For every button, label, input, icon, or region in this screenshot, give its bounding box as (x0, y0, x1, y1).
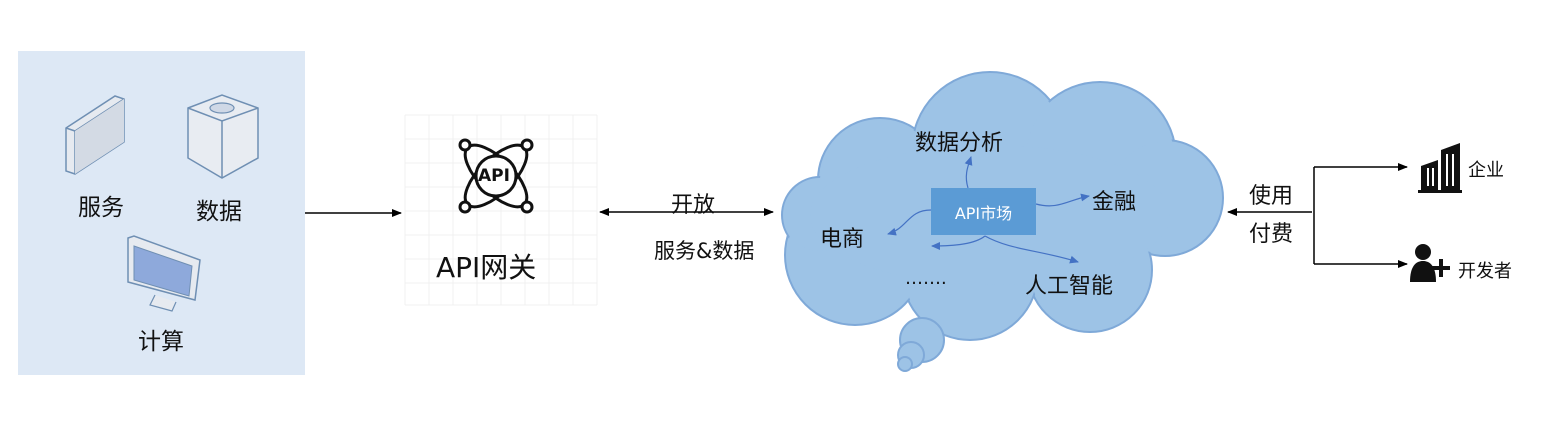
api-market-box: API市场 (931, 188, 1036, 235)
resources-panel (18, 51, 305, 375)
monitor-icon (127, 235, 201, 312)
server-icon (65, 95, 125, 175)
gateway-title: API网关 (436, 251, 537, 284)
data-label: 数据 (196, 199, 242, 225)
compute-label: 计算 (138, 329, 184, 355)
analytics-label: 数据分析 (915, 131, 1004, 156)
database-icon (187, 94, 259, 179)
pay-label: 付费 (1249, 222, 1294, 247)
service-data-label: 服务&数据 (654, 239, 755, 263)
building-icon (1418, 143, 1462, 193)
market-connectors (887, 156, 1090, 264)
open-label: 开放 (671, 193, 716, 218)
more-label: ……. (905, 268, 947, 289)
finance-label: 金融 (1092, 190, 1137, 215)
enterprise-label: 企业 (1468, 160, 1504, 181)
service-label: 服务 (78, 195, 124, 221)
ai-label: 人工智能 (1025, 274, 1114, 299)
use-label: 使用 (1249, 184, 1294, 209)
thought-bubbles (897, 317, 945, 372)
api-logo-icon (458, 138, 534, 214)
api-logo-text: API (478, 166, 510, 186)
ecommerce-label: 电商 (820, 227, 865, 252)
developer-icon (1410, 244, 1450, 282)
developer-label: 开发者 (1458, 261, 1512, 282)
